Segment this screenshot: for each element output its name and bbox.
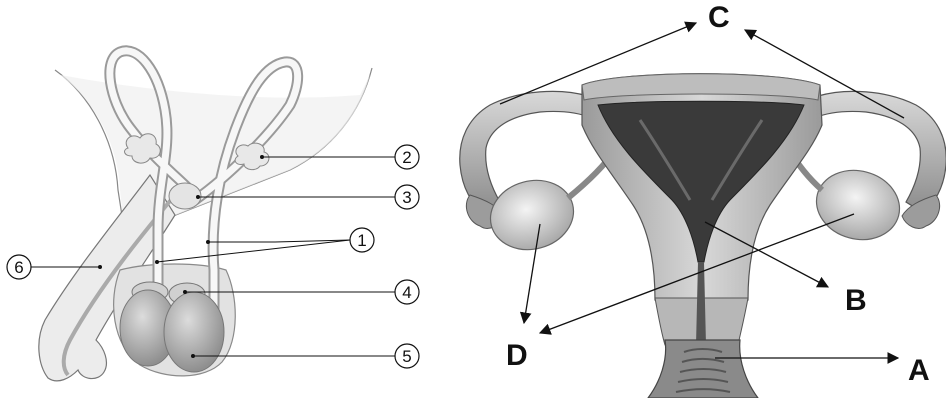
label-6: 6 xyxy=(7,255,31,279)
label-5: 5 xyxy=(395,344,419,368)
label-4: 4 xyxy=(395,280,419,304)
prostate xyxy=(169,183,201,209)
label-1: 1 xyxy=(350,228,374,252)
label-a: A xyxy=(908,354,930,387)
male-reproductive-diagram: 1 2 3 4 5 6 xyxy=(7,51,419,381)
female-reproductive-diagram: A B C D xyxy=(460,1,946,398)
label-d: D xyxy=(506,339,528,372)
svg-text:5: 5 xyxy=(402,347,411,366)
label-2: 2 xyxy=(395,145,419,169)
ovary-left xyxy=(483,171,582,258)
label-b: B xyxy=(845,284,867,317)
svg-text:6: 6 xyxy=(14,258,23,277)
svg-text:1: 1 xyxy=(357,231,366,250)
label-3: 3 xyxy=(395,185,419,209)
testis-right xyxy=(164,292,224,372)
ovary-right xyxy=(809,161,908,248)
svg-text:2: 2 xyxy=(402,148,411,167)
svg-text:3: 3 xyxy=(402,188,411,207)
label-c: C xyxy=(708,1,730,34)
svg-text:4: 4 xyxy=(402,283,411,302)
